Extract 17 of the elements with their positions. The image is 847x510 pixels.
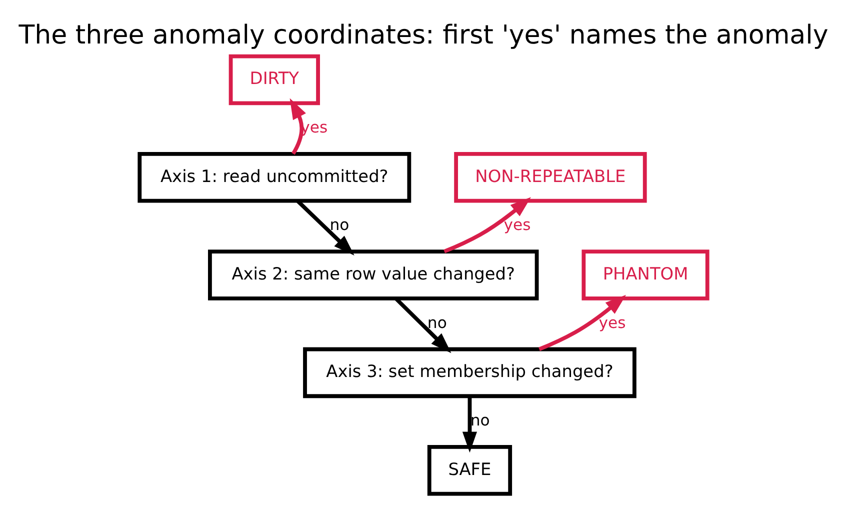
node-box: SAFE: [427, 444, 512, 496]
diagram-title: The three anomaly coordinates: first 'yes' names the anomaly: [18, 20, 828, 50]
edge-label: no: [330, 216, 350, 234]
edge-label: no: [427, 313, 447, 332]
arrow: [444, 196, 531, 253]
node-box: PHANTOM: [582, 249, 710, 300]
node-box: Axis 1: read uncommitted?: [138, 151, 412, 202]
edge-label: yes: [504, 216, 531, 234]
arrow: [290, 98, 306, 154]
arrow: [538, 294, 626, 351]
edge-label: yes: [598, 313, 626, 332]
node-box: DIRTY: [228, 54, 320, 105]
node-box: Axis 3: set membership changed?: [303, 346, 636, 398]
node-box: Axis 2: same row value changed?: [208, 249, 539, 300]
edge-label: no: [470, 411, 490, 430]
node-box: NON-REPEATABLE: [454, 151, 647, 202]
arrow: [462, 396, 478, 452]
